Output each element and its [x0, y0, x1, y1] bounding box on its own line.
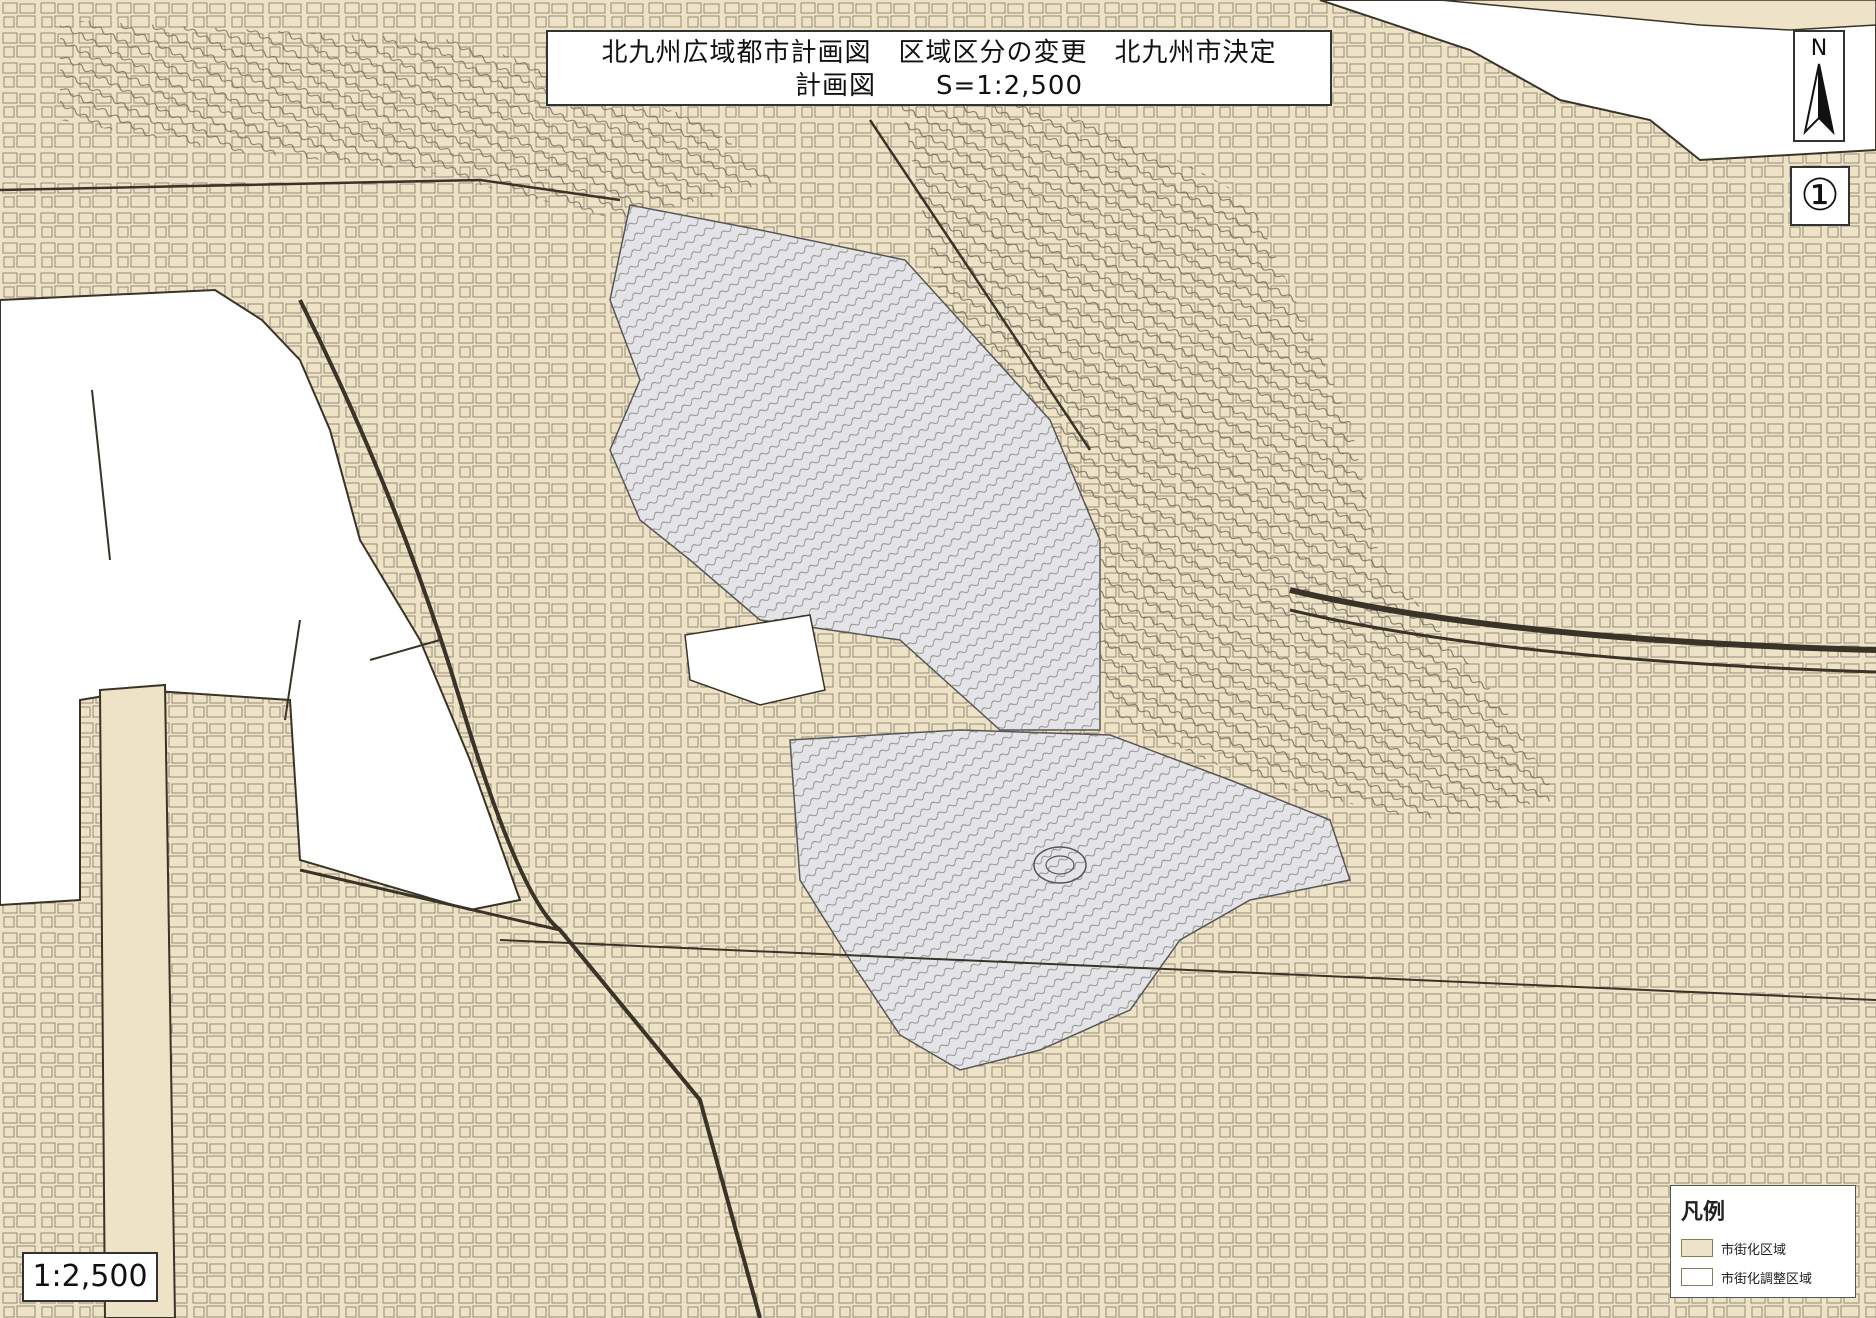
north-label: N — [1810, 36, 1828, 61]
legend-label-adjustment: 市街化調整区域 — [1721, 1271, 1813, 1287]
adjustment-area-south-contours — [790, 730, 1350, 1070]
legend-title: 凡例 — [1681, 1200, 1726, 1225]
sheet-number: ① — [1800, 170, 1840, 221]
map-title: 北九州広域都市計画図 区域区分の変更 北九州市決定 — [601, 38, 1277, 68]
sheet-number-box: ① — [1790, 166, 1850, 226]
legend-label-urban: 市街化区域 — [1721, 1242, 1787, 1258]
north-arrow-icon — [1803, 63, 1835, 136]
road-coast — [298, 299, 762, 1318]
hill-east — [900, 97, 1560, 820]
scale-label: 1:2,500 — [22, 1252, 158, 1302]
road-east — [1289, 587, 1876, 653]
adjustment-area-north-contours — [610, 205, 1100, 730]
hill-north — [60, 20, 780, 220]
north-arrow-box: N — [1793, 30, 1845, 142]
legend-item-urban: 市街化区域 — [1681, 1237, 1786, 1259]
map-subtitle: 計画図 S=1:2,500 — [548, 70, 1330, 102]
legend-item-adjustment: 市街化調整区域 — [1681, 1266, 1812, 1288]
map-subtitle-label: 計画図 — [794, 71, 876, 101]
legend: 凡例 市街化区域 市街化調整区域 — [1670, 1185, 1856, 1298]
sea-northeast — [1319, 0, 1876, 162]
legend-swatch-adjustment — [1681, 1268, 1713, 1286]
map-subtitle-scale: S=1:2,500 — [935, 71, 1084, 101]
harbour-water — [0, 288, 522, 912]
legend-swatch-urban — [1681, 1239, 1713, 1257]
pier — [98, 683, 177, 1318]
map-title-box: 北九州広域都市計画図 区域区分の変更 北九州市決定 計画図 S=1:2,500 — [546, 30, 1332, 106]
